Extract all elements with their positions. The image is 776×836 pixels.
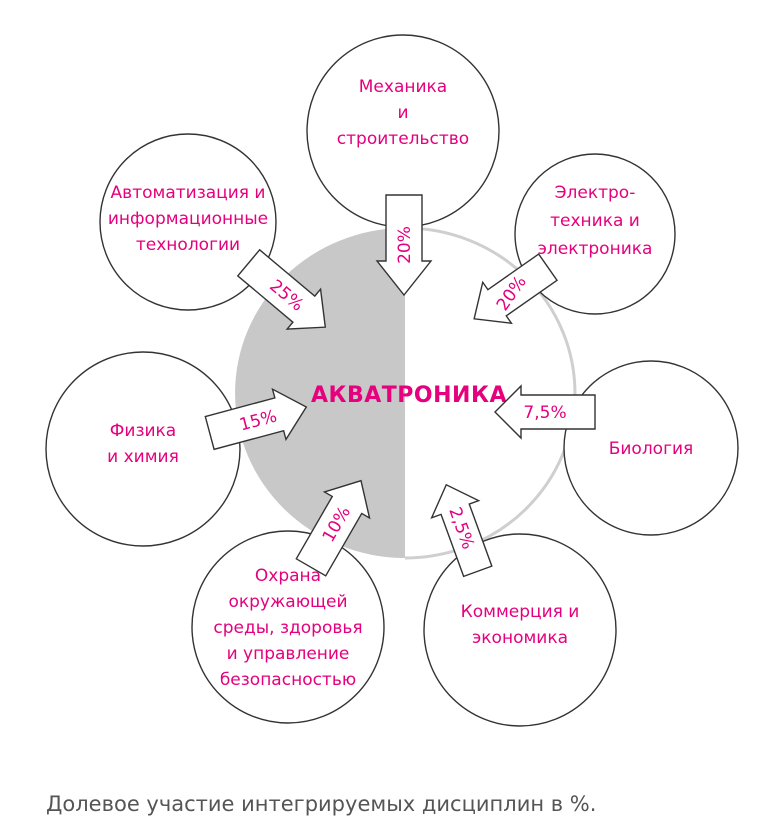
node-label-line: Механика bbox=[359, 77, 447, 97]
node-label-line: электроника bbox=[538, 239, 653, 259]
node-label-line: Охрана bbox=[255, 566, 321, 586]
percent-label: 7,5% bbox=[523, 403, 566, 423]
node-label-line: и bbox=[397, 103, 408, 123]
node-label-line: среды, здоровья bbox=[213, 618, 362, 638]
node-biology: Биология 7,5% bbox=[494, 360, 739, 536]
percent-label: 20% bbox=[395, 226, 415, 264]
node-circle bbox=[99, 133, 277, 311]
arrow-icon bbox=[204, 387, 308, 451]
node-label-line: и управление bbox=[227, 644, 350, 664]
central-circle bbox=[235, 226, 577, 560]
arrow-icon bbox=[494, 384, 596, 440]
node-label-line: строительство bbox=[337, 129, 469, 149]
arrow-icon bbox=[295, 479, 371, 577]
node-label-line: Биология bbox=[609, 439, 694, 459]
arrow-icon bbox=[430, 483, 493, 578]
node-label-line: и химия bbox=[107, 447, 179, 467]
arrow-icon bbox=[473, 253, 559, 325]
node-circle bbox=[191, 530, 385, 724]
node-automation: Автоматизация иинформационныетехнологии2… bbox=[99, 133, 327, 330]
node-label-line: экономика bbox=[472, 628, 568, 648]
node-circle bbox=[514, 153, 676, 315]
node-ecology: Охрана окружающей среды, здоровья и управле… bbox=[191, 479, 385, 724]
node-label-line: Электро- bbox=[555, 183, 636, 203]
node-label-line: Физика bbox=[110, 421, 176, 441]
node-circle bbox=[423, 533, 617, 727]
node-label-line: Коммерция и bbox=[461, 602, 580, 622]
node-label-line: окружающей bbox=[228, 592, 347, 612]
node-label-line: Автоматизация и bbox=[111, 183, 266, 203]
node-mechanics: Механика и строительство 20% bbox=[306, 34, 500, 297]
caption: Долевое участие интегрируемых дисциплин … bbox=[46, 792, 597, 816]
arrow-icon bbox=[236, 248, 327, 330]
node-label-line: безопасностью bbox=[220, 670, 356, 690]
node-label-line: информационные bbox=[108, 209, 268, 229]
center-title: АКВАТРОНИКА bbox=[311, 383, 507, 408]
node-label-line: технологии bbox=[136, 235, 240, 255]
node-label-line: техника и bbox=[550, 211, 640, 231]
node-circle bbox=[45, 351, 241, 547]
node-circle bbox=[563, 360, 739, 536]
arrow-icon bbox=[375, 194, 433, 297]
